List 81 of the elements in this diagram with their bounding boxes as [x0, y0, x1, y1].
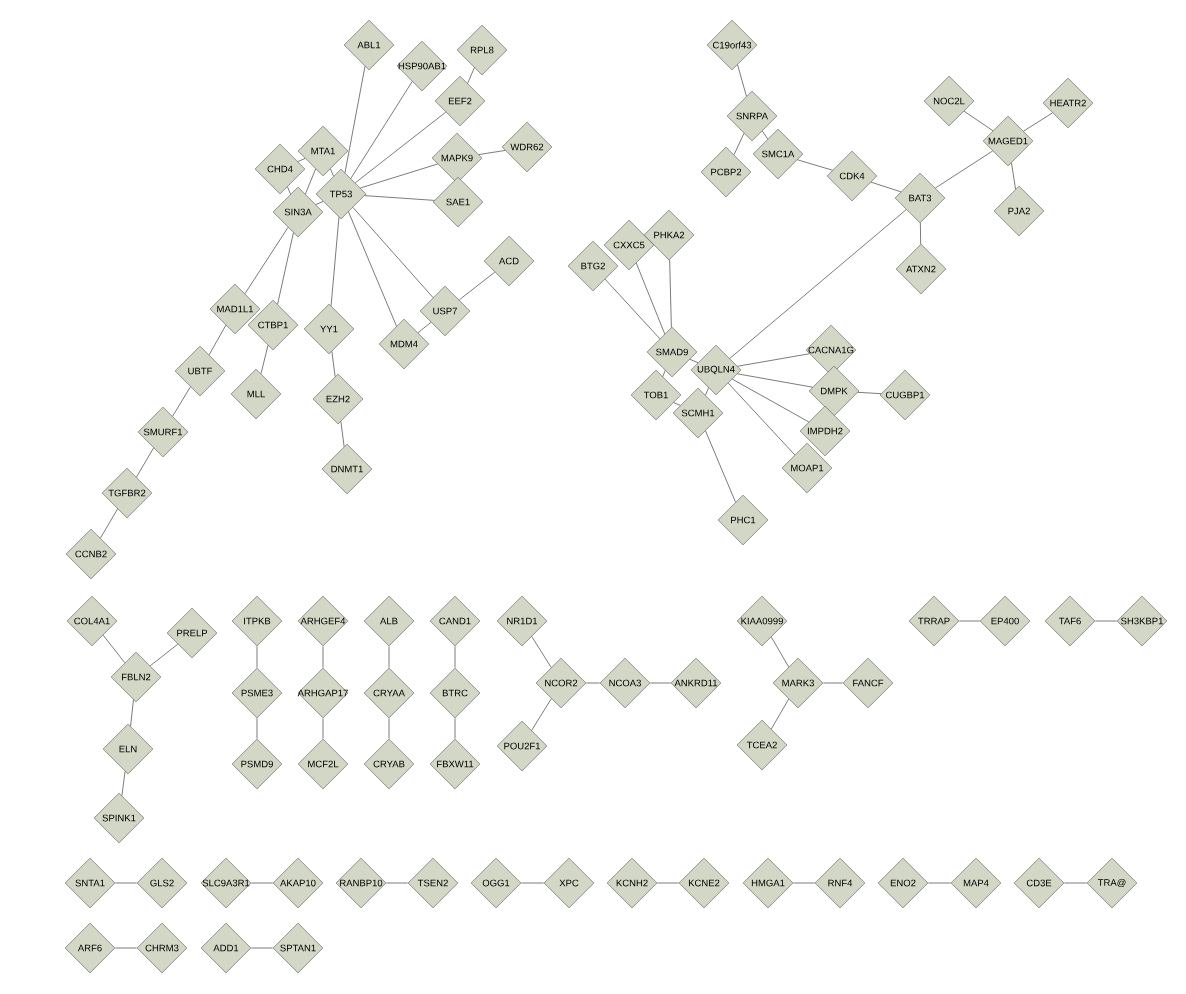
interaction-line — [761, 130, 769, 140]
interaction-line — [330, 216, 340, 307]
interaction-line — [256, 645, 258, 669]
interaction-line — [520, 882, 545, 884]
interaction-line — [531, 636, 552, 668]
interaction-line — [297, 158, 306, 162]
interaction-line — [963, 110, 994, 132]
interaction-line — [340, 421, 345, 447]
interaction-line — [731, 378, 810, 423]
interaction-line — [130, 699, 134, 727]
interaction-line — [277, 232, 294, 305]
interaction-line — [385, 882, 409, 884]
interaction-line — [662, 370, 666, 377]
interaction-line — [770, 636, 790, 668]
interaction-line — [172, 386, 191, 417]
interaction-line — [256, 717, 258, 740]
interaction-line — [331, 351, 336, 377]
interaction-line — [149, 643, 179, 667]
interaction-line — [354, 111, 447, 184]
interaction-line — [737, 353, 810, 367]
interaction-line — [121, 771, 126, 796]
interaction-line — [927, 882, 952, 884]
interaction-line — [305, 168, 316, 195]
interaction-line — [322, 645, 324, 669]
interaction-line — [322, 717, 324, 740]
interaction-line — [348, 211, 397, 327]
interaction-line — [114, 947, 138, 949]
interaction-line — [585, 682, 601, 684]
interaction-line — [287, 186, 291, 195]
interaction-line — [454, 645, 456, 669]
interaction-line — [531, 698, 552, 731]
interaction-line — [649, 682, 672, 684]
interaction-line — [792, 882, 816, 884]
interaction-line — [729, 209, 907, 359]
interaction-line — [737, 373, 813, 388]
interaction-line — [315, 201, 324, 205]
interaction-line — [388, 717, 390, 740]
interaction-line — [870, 181, 902, 193]
interaction-line — [822, 682, 844, 684]
interaction-line — [364, 195, 435, 201]
interaction-line — [770, 698, 790, 730]
interaction-line — [250, 882, 274, 884]
interaction-line — [114, 882, 138, 884]
interaction-line — [359, 163, 439, 189]
interaction-line — [727, 382, 796, 456]
interaction-line — [737, 64, 747, 97]
interaction-line — [417, 321, 432, 334]
interaction-line — [102, 634, 126, 664]
interaction-line — [136, 447, 154, 478]
interaction-line — [350, 81, 413, 179]
interaction-line — [656, 882, 680, 884]
interaction-line — [388, 645, 390, 669]
interaction-line — [673, 402, 681, 406]
interaction-line — [344, 65, 366, 174]
interaction-line — [669, 259, 672, 328]
interaction-line — [604, 278, 661, 340]
interaction-line — [733, 132, 745, 156]
interaction-line — [478, 150, 506, 155]
interaction-line — [797, 159, 833, 171]
interaction-line — [635, 262, 666, 335]
interaction-line — [260, 344, 269, 375]
interaction-line — [1023, 112, 1053, 132]
interaction-line — [454, 717, 456, 740]
interaction-line — [208, 324, 227, 356]
interaction-line — [857, 392, 882, 394]
interaction-line — [920, 222, 921, 245]
interaction-line — [705, 387, 709, 396]
interaction-line — [467, 67, 475, 84]
interaction-line — [705, 430, 736, 503]
interaction-line — [958, 620, 981, 622]
interaction-line — [244, 227, 289, 295]
interaction-line — [250, 947, 274, 949]
interaction-line — [935, 150, 993, 189]
interaction-line — [1011, 162, 1016, 190]
interaction-line — [100, 508, 118, 539]
interaction-line — [1063, 882, 1088, 884]
interaction-line — [352, 207, 434, 298]
interaction-line — [1094, 620, 1118, 622]
interaction-line — [458, 271, 496, 301]
interaction-line — [689, 359, 699, 363]
interaction-line — [330, 168, 334, 177]
